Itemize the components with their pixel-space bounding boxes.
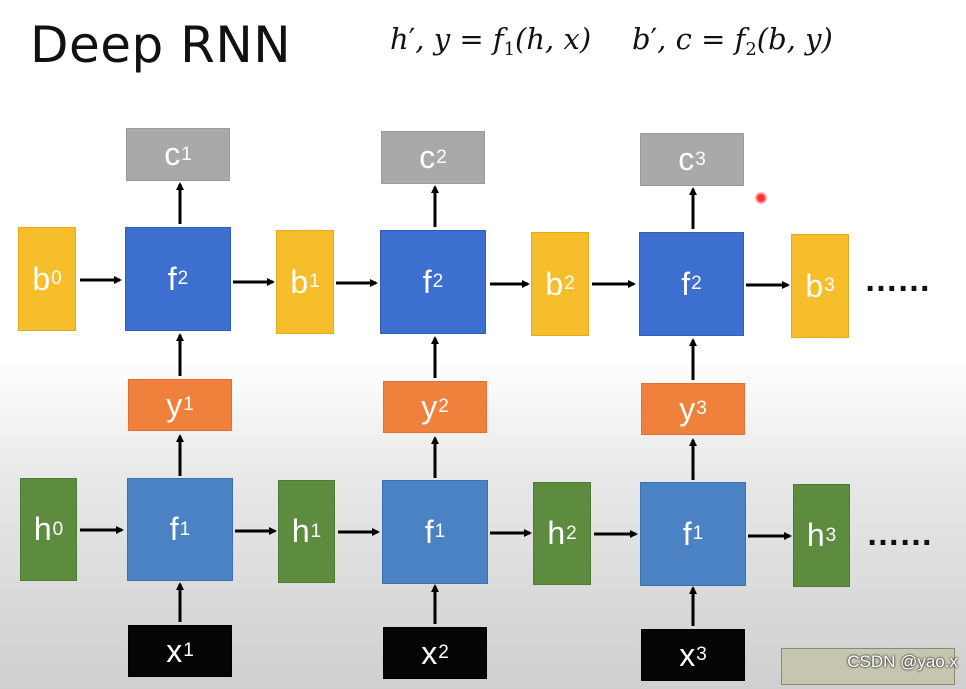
slide-title: Deep RNN <box>30 16 292 74</box>
formula-b: b <box>632 22 651 56</box>
ellipsis-bottom: …… <box>866 515 933 553</box>
recorder-watermark-box <box>781 648 955 685</box>
watermark-text: CSDN @yao.x <box>847 652 958 671</box>
formula-h: h <box>390 22 409 56</box>
formula-f1: h′, y = f1(h, x) <box>390 22 592 60</box>
formula-f2: b′, c = f2(b, y) <box>632 22 833 60</box>
ellipsis-top: …… <box>864 261 931 299</box>
laser-pointer-dot <box>755 192 767 204</box>
